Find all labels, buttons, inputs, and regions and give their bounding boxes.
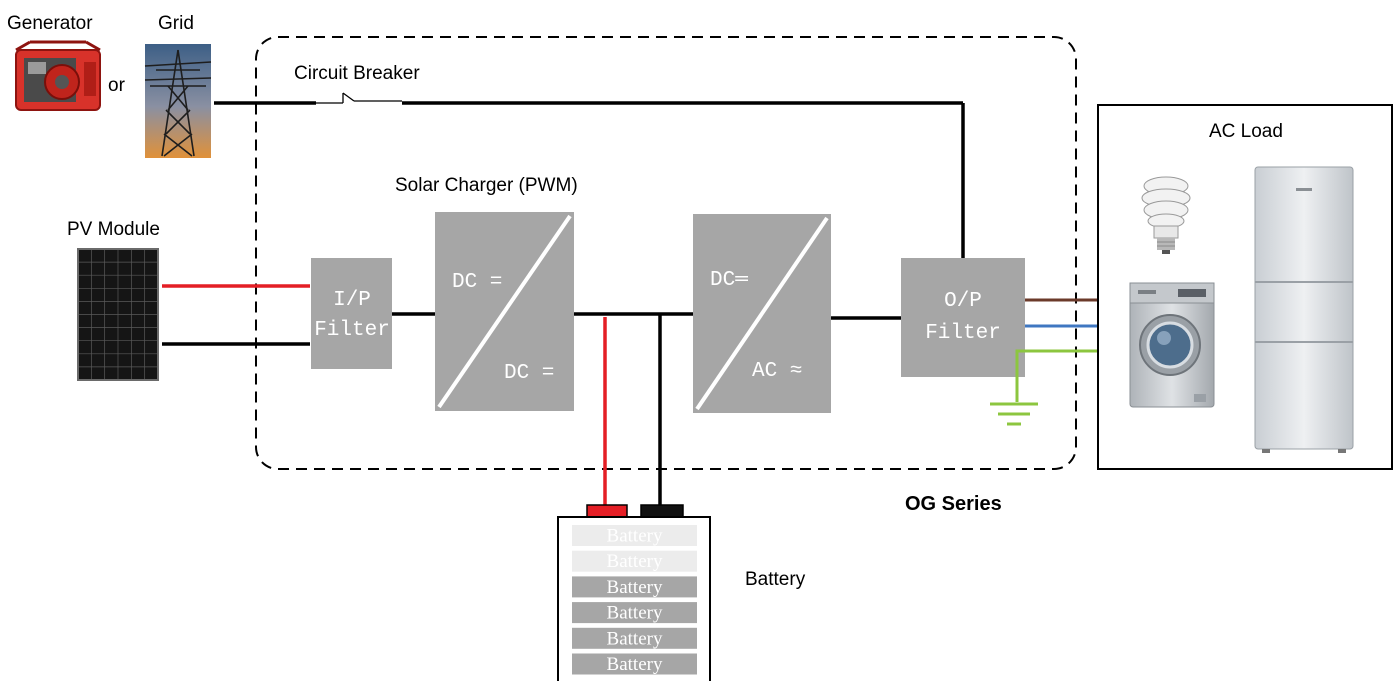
- dc-ac-inverter-block: DC═ AC ≈: [693, 214, 831, 413]
- battery-cell-label: Battery: [607, 526, 663, 547]
- refrigerator-icon: [1254, 166, 1354, 453]
- dc-dc-converter-block: DC = DC =: [435, 212, 574, 411]
- dc-ac-top-label: DC═: [710, 269, 748, 292]
- og-series-enclosure: [255, 36, 1077, 470]
- generator-label: Generator: [7, 13, 93, 34]
- battery-cell: [572, 602, 697, 624]
- or-label: or: [108, 75, 126, 96]
- battery-cell-label: Battery: [607, 551, 663, 572]
- ac-load-label: AC Load: [1209, 121, 1283, 142]
- op-filter-line1: O/P: [944, 290, 982, 313]
- battery-cell: [572, 525, 697, 546]
- dc-dc-bottom-label: DC =: [504, 362, 554, 385]
- cfl-bulb-icon: [1141, 176, 1191, 254]
- battery-cell: [572, 627, 697, 649]
- op-filter-block: O/P Filter: [901, 258, 1025, 377]
- battery-cell-label: Battery: [607, 654, 663, 675]
- ip-filter-block: I/P Filter: [311, 258, 392, 369]
- circuit-breaker-label: Circuit Breaker: [294, 63, 420, 84]
- battery-positive-terminal: [586, 504, 628, 518]
- grid-tower-icon: [144, 44, 212, 158]
- grid-feed-wire: [214, 101, 965, 259]
- op-filter-line2: Filter: [925, 322, 1001, 345]
- dc-bus-wire: [574, 312, 693, 506]
- ac-load-box: [1097, 104, 1393, 470]
- pv-module-label: PV Module: [67, 219, 160, 240]
- battery-label: Battery: [745, 569, 806, 590]
- washing-machine-icon: [1129, 282, 1215, 408]
- dc-dc-top-label: DC =: [452, 271, 502, 294]
- battery-cells: BatteryBatteryBatteryBatteryBatteryBatte…: [572, 525, 697, 675]
- dc-ac-bottom-label: AC ≈: [752, 360, 802, 383]
- battery-cell: [572, 576, 697, 598]
- circuit-breaker-symbol[interactable]: [316, 92, 402, 104]
- solar-charger-label: Solar Charger (PWM): [395, 175, 578, 196]
- ip-filter-line1: I/P: [333, 289, 371, 312]
- battery-cell: [572, 550, 697, 572]
- output-ground-wire: [1015, 349, 1098, 402]
- ip-filter-line2: Filter: [314, 319, 390, 342]
- battery-negative-terminal: [640, 504, 684, 518]
- generator-icon: [15, 40, 101, 111]
- grid-label: Grid: [158, 13, 194, 34]
- og-series-label: OG Series: [905, 493, 1002, 515]
- battery-cell-label: Battery: [607, 628, 663, 649]
- battery-cell: [572, 653, 697, 675]
- battery-cell-label: Battery: [607, 577, 663, 598]
- pv-panel-icon: [77, 248, 159, 381]
- battery-cell-label: Battery: [607, 603, 663, 624]
- ground-icon: [990, 402, 1038, 426]
